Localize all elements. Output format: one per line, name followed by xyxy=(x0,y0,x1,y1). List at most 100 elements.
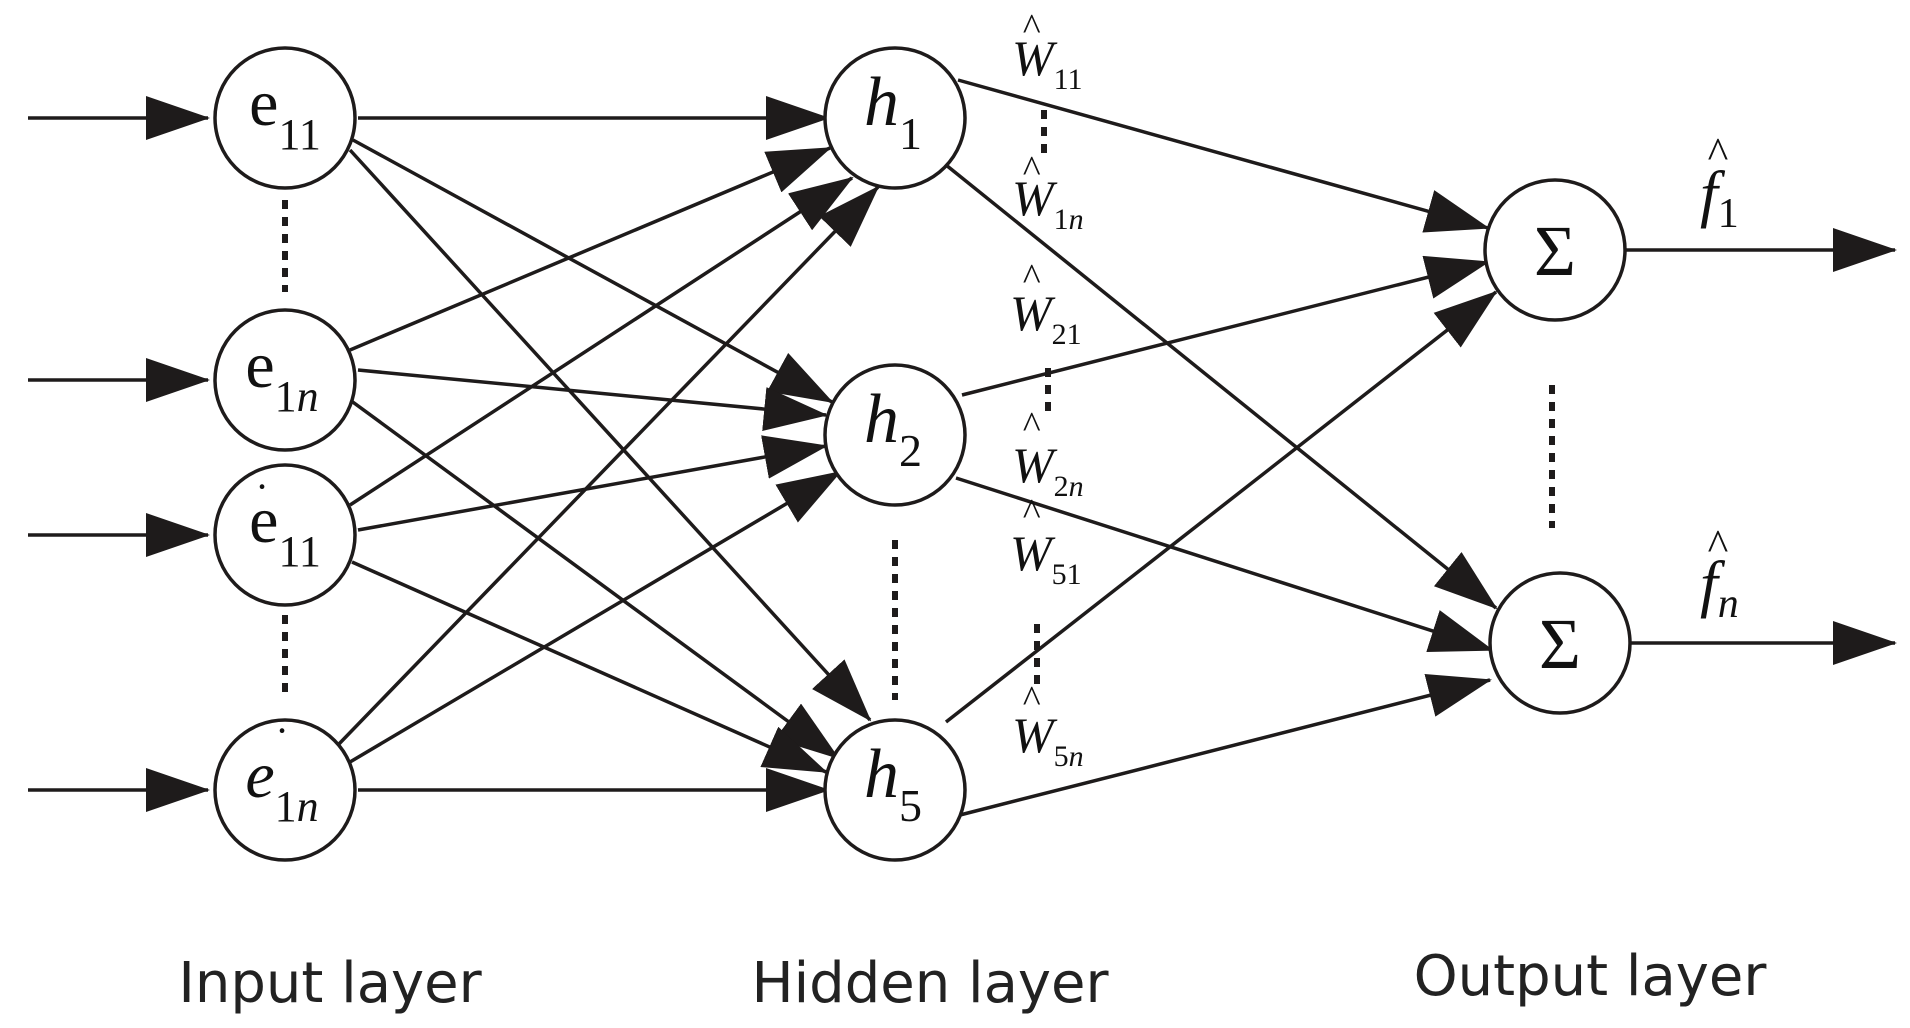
svg-text:h5: h5 xyxy=(864,736,922,831)
svg-text:e11: e11 xyxy=(249,484,321,576)
node-e11-sub: 11 xyxy=(278,110,320,159)
label-fn-hat-mark: ^ xyxy=(1708,521,1729,570)
weight-W2n-sub: 2 xyxy=(1054,470,1069,503)
edges xyxy=(28,78,1897,817)
weight-W2n: ^ W2n xyxy=(1012,405,1084,503)
ellipsis-dots xyxy=(282,110,1555,700)
node-edot11: · e11 xyxy=(213,463,357,607)
edge-h1-sum1 xyxy=(957,78,1490,233)
node-h1: h1 xyxy=(823,46,967,190)
hidden-nodes: h1 h2 h5 xyxy=(823,46,967,862)
edge-edot1n-h1 xyxy=(336,185,880,747)
label-fn-hat: ^ fn xyxy=(1700,521,1739,627)
edge-h1-sumn xyxy=(944,163,1498,610)
svg-text:f1: f1 xyxy=(1700,158,1739,237)
label-output-layer: Output layer xyxy=(1414,944,1768,1009)
weight-W5n-base: W xyxy=(1012,707,1058,763)
node-h2-base: h xyxy=(864,381,899,458)
weight-W51-sub: 51 xyxy=(1052,558,1082,591)
svg-text:W21: W21 xyxy=(1010,285,1082,351)
svg-text:W51: W51 xyxy=(1010,525,1082,591)
node-edot1n-base: e xyxy=(245,739,274,812)
svg-text:W11: W11 xyxy=(1012,30,1083,96)
svg-text:e1n: e1n xyxy=(245,329,318,421)
node-edot11-sub: 11 xyxy=(278,527,320,576)
edge-edot1n-h2 xyxy=(349,470,842,764)
edge-h5-sum1 xyxy=(944,290,1498,724)
label-fn-sub: n xyxy=(1718,581,1739,627)
weight-W51-base: W xyxy=(1010,525,1056,581)
svg-text:e11: e11 xyxy=(249,67,321,159)
edge-e1n-h1 xyxy=(349,146,832,352)
node-edot1n: · e1n xyxy=(213,708,357,862)
output-labels: ^ f1 ^ fn xyxy=(1700,129,1739,627)
weight-W21-hat: ^ xyxy=(1022,257,1041,299)
label-f1-hat-mark: ^ xyxy=(1708,129,1729,178)
weight-W11-hat: ^ xyxy=(1022,7,1041,49)
svg-text:h2: h2 xyxy=(864,381,922,476)
weight-labels: ^ W11 ^ W1n ^ W21 ^ W2n ^ W51 xyxy=(1010,7,1084,773)
label-input-layer: Input layer xyxy=(178,951,482,1016)
edge-e11-h2 xyxy=(352,138,834,404)
weight-W21-sub: 21 xyxy=(1052,318,1082,351)
node-h1-base: h xyxy=(864,64,899,141)
node-e1n-sub: 1 xyxy=(275,372,297,421)
node-e1n-base: e xyxy=(245,329,274,402)
node-edot11-dot: · xyxy=(255,464,268,509)
label-f1-sub: 1 xyxy=(1718,191,1739,237)
node-edot1n-sub-tail: n xyxy=(297,782,319,831)
edge-e1n-h5 xyxy=(348,398,840,760)
weight-W21: ^ W21 xyxy=(1010,257,1082,351)
node-edot1n-dot: · xyxy=(275,708,288,753)
node-sum1-symbol: Σ xyxy=(1534,211,1576,291)
weight-W5n-hat: ^ xyxy=(1022,679,1041,721)
node-sumn-symbol: Σ xyxy=(1539,604,1581,684)
node-h5-base: h xyxy=(864,736,899,813)
node-e1n-sub-tail: n xyxy=(297,372,319,421)
edge-h5-sumn xyxy=(959,673,1492,817)
label-f1-hat: ^ f1 xyxy=(1700,129,1739,237)
weight-W5n-sub-tail: n xyxy=(1069,740,1084,773)
weight-W1n-base: W xyxy=(1012,170,1058,226)
edge-edot11-h2 xyxy=(357,435,828,532)
weight-W11-base: W xyxy=(1012,30,1058,86)
node-e11: e11 xyxy=(213,46,357,190)
node-sumn: Σ xyxy=(1488,571,1632,715)
label-hidden-layer: Hidden layer xyxy=(752,951,1110,1016)
edge-e11-h5 xyxy=(348,148,872,722)
svg-text:W2n: W2n xyxy=(1012,437,1084,503)
edge-edot11-h1 xyxy=(349,176,854,507)
output-nodes: Σ Σ xyxy=(1483,178,1632,715)
node-h5: h5 xyxy=(823,718,967,862)
node-e11-base: e xyxy=(249,67,278,140)
svg-text:W5n: W5n xyxy=(1012,707,1084,773)
weight-W1n-hat: ^ xyxy=(1022,149,1041,191)
weight-W2n-base: W xyxy=(1012,437,1058,493)
node-h2-sub: 2 xyxy=(899,425,922,476)
weight-W21-base: W xyxy=(1010,285,1056,341)
node-h2: h2 xyxy=(823,363,967,507)
weight-W11: ^ W11 xyxy=(1012,7,1083,96)
edge-h2-sumn xyxy=(955,476,1494,653)
node-edot11-base: e xyxy=(249,484,278,557)
node-e1n: e1n xyxy=(213,308,357,452)
input-nodes: e11 e1n · e11 · e1n xyxy=(213,46,357,862)
svg-text:h1: h1 xyxy=(864,64,922,159)
weight-W1n-sub: 1 xyxy=(1054,203,1069,236)
weight-W2n-sub-tail: n xyxy=(1069,470,1084,503)
weight-W5n-sub: 5 xyxy=(1054,740,1069,773)
weight-W1n-sub-tail: n xyxy=(1069,203,1084,236)
edge-e1n-h2 xyxy=(357,368,828,431)
node-h5-sub: 5 xyxy=(899,780,922,831)
node-sum1: Σ xyxy=(1483,178,1627,322)
node-edot1n-sub: 1 xyxy=(275,782,297,831)
weight-W11-sub: 11 xyxy=(1054,63,1083,96)
weight-W1n: ^ W1n xyxy=(1012,149,1084,236)
edge-edot11-h5 xyxy=(351,560,828,774)
layer-labels: Input layer Hidden layer Output layer xyxy=(178,944,1767,1016)
svg-text:W1n: W1n xyxy=(1012,170,1084,236)
weight-W51-hat: ^ xyxy=(1022,492,1041,534)
weight-W5n: ^ W5n xyxy=(1012,679,1084,773)
weight-W2n-hat: ^ xyxy=(1022,405,1041,447)
